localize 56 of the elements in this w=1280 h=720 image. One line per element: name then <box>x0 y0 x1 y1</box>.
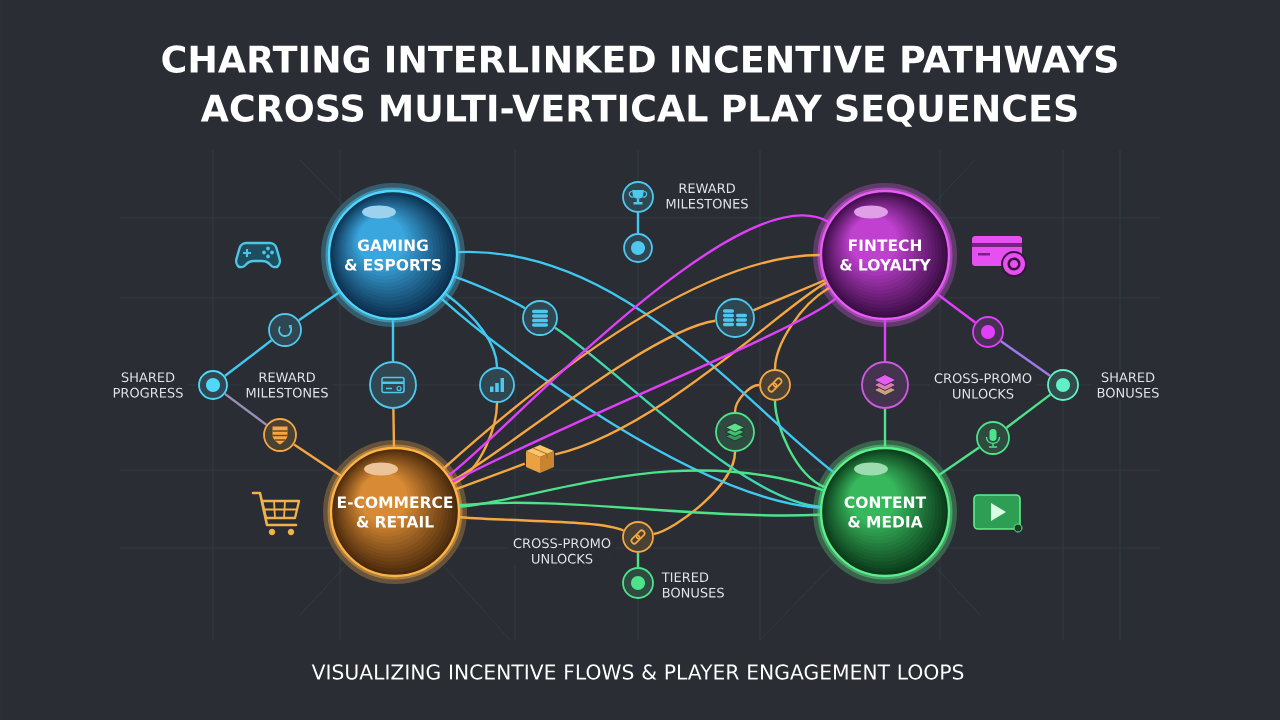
label-text: TIERED BONUSES <box>660 570 734 600</box>
connector <box>938 446 980 477</box>
connector <box>391 320 395 362</box>
circle-node: FINTECH & LOYALTY <box>813 183 957 327</box>
caption: VISUALIZING INCENTIVE FLOWS & PLAYER ENGAGEMENT LOOPS <box>311 664 964 680</box>
connector <box>454 275 526 310</box>
connector <box>224 392 268 426</box>
connector <box>444 292 499 368</box>
connector <box>440 297 821 509</box>
connector <box>636 552 640 568</box>
icon-circle <box>369 361 417 409</box>
connector <box>883 408 887 447</box>
label-text: CROSS-PROMO UNLOCKS <box>509 536 615 566</box>
label-text: SHARED PROGRESS <box>108 370 188 400</box>
connector <box>453 402 499 485</box>
connector <box>733 383 760 413</box>
connector <box>1000 340 1051 377</box>
label-text: SHARED BONUSES <box>1091 370 1165 400</box>
connector <box>455 462 526 491</box>
icon-circle <box>976 421 1010 455</box>
connector <box>293 443 342 477</box>
connector <box>936 293 976 324</box>
connector <box>653 451 737 536</box>
dot-marker <box>1047 369 1079 401</box>
circle-node: E-COMMERCE & RETAIL <box>323 440 467 584</box>
connector <box>459 501 820 517</box>
package-icon <box>526 445 554 473</box>
dot-marker <box>623 233 653 263</box>
connector <box>452 297 837 483</box>
icon-circle <box>759 369 791 401</box>
icon-circle <box>622 521 654 553</box>
label-text: REWARD MILESTONES <box>241 370 333 400</box>
connector <box>1005 393 1052 429</box>
connector <box>773 287 830 370</box>
circle-node: CONTENT & MEDIA <box>813 440 957 584</box>
title: CHARTING INTERLINKED INCENTIVE PATHWAYS ACROSS MULTI-VERTICAL PLAY SEQUENCES <box>162 45 1117 127</box>
connector <box>883 320 887 362</box>
connector <box>459 516 624 532</box>
icon-circle <box>268 313 302 347</box>
label-text: CROSS-PROMO UNLOCKS <box>930 371 1036 401</box>
label-text: REWARD MILESTONES <box>661 181 753 211</box>
connector <box>392 408 396 447</box>
connector <box>459 469 824 508</box>
connector <box>451 319 716 482</box>
dot-marker <box>972 316 1004 348</box>
connector <box>298 291 341 322</box>
connector <box>554 326 821 508</box>
circle-node: GAMING & ESPORTS <box>321 183 465 327</box>
connector <box>554 281 827 456</box>
connector <box>448 214 830 477</box>
connector <box>636 212 640 234</box>
connector <box>773 400 826 489</box>
connector <box>752 279 826 312</box>
connector <box>224 339 273 377</box>
dot-marker <box>198 370 228 400</box>
icon-circle <box>479 367 515 403</box>
